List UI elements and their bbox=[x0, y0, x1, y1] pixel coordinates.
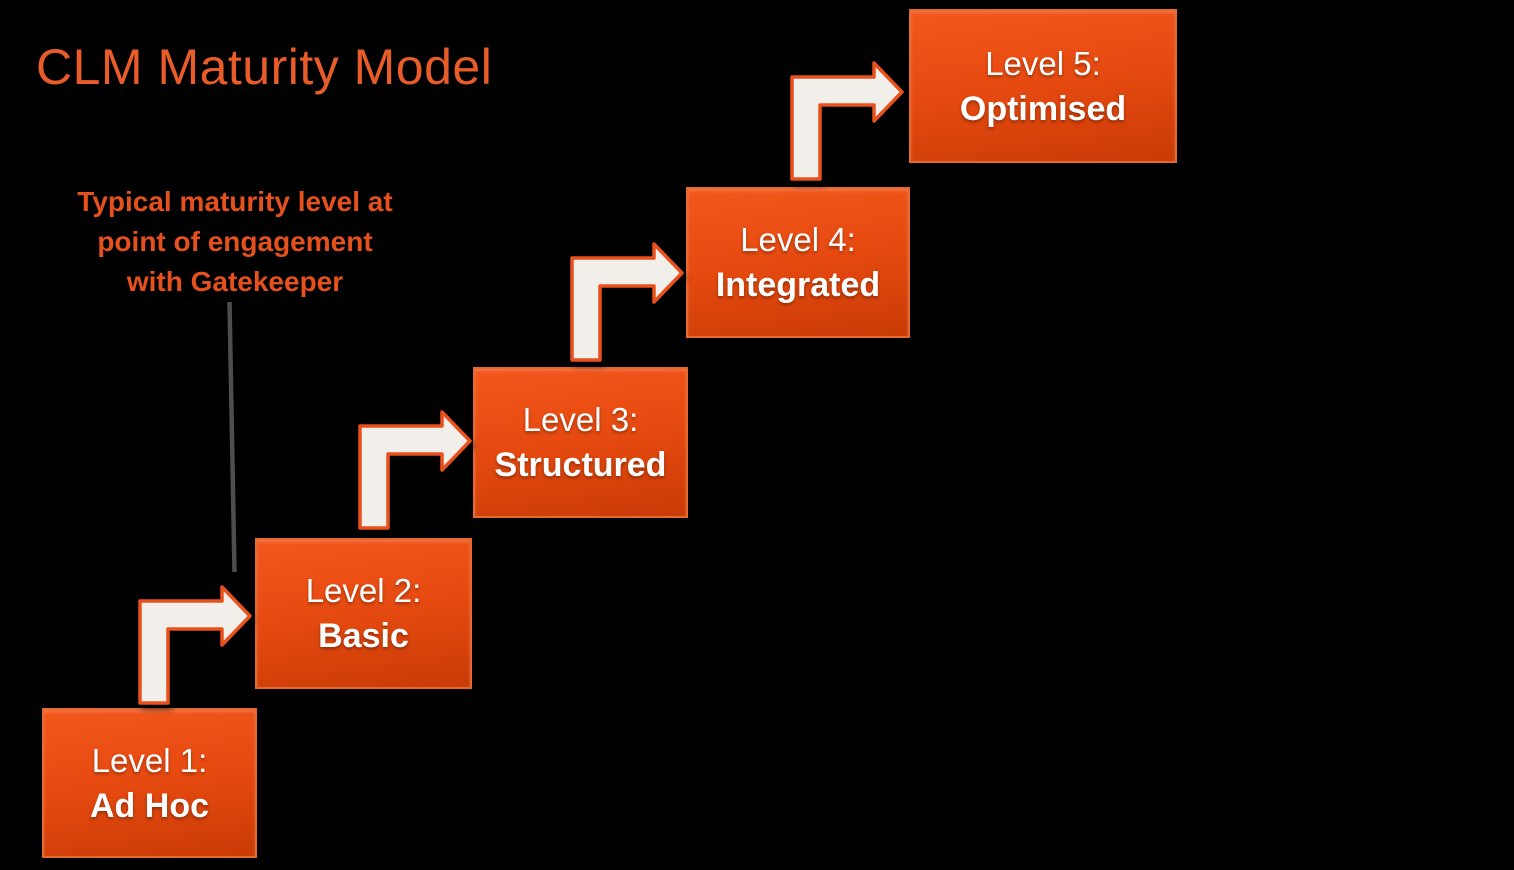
step-up-arrow-icon-1 bbox=[138, 585, 252, 705]
step-up-arrow-icon-4 bbox=[790, 61, 904, 181]
annotation-line-3: with Gatekeeper bbox=[126, 266, 344, 297]
level-4-name: Integrated bbox=[715, 266, 881, 304]
level-5-box: Level 5: Optimised bbox=[909, 9, 1177, 163]
annotation-pointer-line bbox=[227, 301, 237, 573]
level-2-name: Basic bbox=[318, 617, 409, 655]
annotation-line-2: point of engagement bbox=[97, 226, 373, 257]
level-1-box: Level 1: Ad Hoc bbox=[42, 708, 257, 858]
level-5-name: Optimised bbox=[959, 89, 1127, 128]
annotation-text: Typical maturity level at point of engag… bbox=[45, 182, 425, 302]
level-2-box: Level 2: Basic bbox=[255, 538, 472, 689]
step-up-arrow-icon-3 bbox=[570, 242, 684, 362]
level-3-label: Level 3: bbox=[522, 401, 639, 438]
step-up-arrow-icon-2 bbox=[358, 410, 472, 530]
level-4-label: Level 4: bbox=[740, 221, 856, 258]
level-1-name: Ad Hoc bbox=[90, 786, 209, 825]
level-3-name: Structured bbox=[494, 446, 667, 484]
level-1-label: Level 1: bbox=[91, 741, 208, 779]
level-4-box: Level 4: Integrated bbox=[686, 187, 910, 338]
level-3-box: Level 3: Structured bbox=[473, 367, 688, 518]
level-2-label: Level 2: bbox=[305, 572, 422, 609]
level-5-label: Level 5: bbox=[985, 44, 1101, 82]
page-title: CLM Maturity Model bbox=[36, 39, 493, 95]
annotation-line-1: Typical maturity level at bbox=[77, 186, 393, 217]
